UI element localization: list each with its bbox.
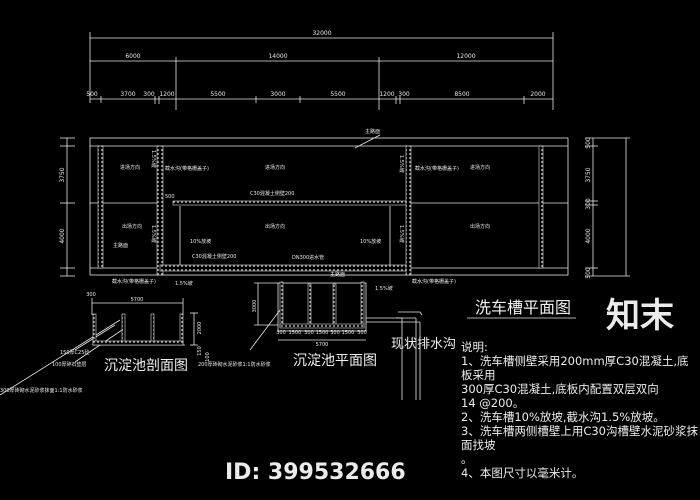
dim-detail: 5500 xyxy=(210,91,225,98)
section-dim: 2000 xyxy=(197,322,203,335)
dim-right: 3750 xyxy=(585,167,592,182)
pool-dim: 300 xyxy=(276,330,286,336)
wall-trough-left xyxy=(156,145,164,276)
dim-detail: 5500 xyxy=(330,91,345,98)
section-callout: 150厚C25砼 xyxy=(60,349,89,356)
section-dim: 150 xyxy=(197,346,203,356)
plan-title: 洗车槽平面图 xyxy=(475,298,572,317)
slope-label: 1.5%坡 xyxy=(398,225,405,243)
wall-trough-top xyxy=(172,200,409,206)
elevation-label: 500 xyxy=(165,194,175,200)
section-callout: 100厚碎石垫层 xyxy=(52,361,87,368)
note-line: 4、本图尺寸以毫米计。 xyxy=(461,466,584,480)
flow-label: 出场方向 xyxy=(122,223,142,230)
dim-seg: 6000 xyxy=(125,53,140,60)
pool-dim: 1500 xyxy=(316,330,329,336)
dim-detail: 300 xyxy=(398,91,410,98)
plan-labels: 主路面 进场方向 进场方向 进场方向 出场方向 出场方向 出场方向 截水沟(带格… xyxy=(112,128,490,292)
pool-dim: 3000 xyxy=(252,300,258,313)
wall-trough-right xyxy=(405,145,412,276)
flow-label: 出场方向 xyxy=(470,223,490,230)
dim-detail: 1200 xyxy=(379,91,394,98)
road-label: 主路面 xyxy=(365,128,380,135)
pool-dim: 300 xyxy=(330,330,340,336)
drain-label: 现状排水沟 xyxy=(391,337,457,352)
pool-labels: 3000 300 1500 300 1500 300 1500 300 5700… xyxy=(0,292,367,394)
dim-left: 4000 xyxy=(59,228,66,243)
slope-label: 1.5%坡 xyxy=(150,225,157,243)
note-line: 3、洗车槽两侧槽壁上用C30沟槽壁水泥砂浆抹面找坡 xyxy=(461,424,698,452)
flow-label: 出场方向 xyxy=(265,223,285,230)
section-dim: 5700 xyxy=(131,297,144,303)
watermark-id: ID: 399532666 xyxy=(225,460,406,485)
dim-detail: 500 xyxy=(86,91,98,98)
notes-block: 说明: 1、洗车槽侧壁采用200mm厚C30混凝土,底板采用 300厚C30混凝… xyxy=(461,340,698,480)
slope-label: 10%放坡 xyxy=(360,238,381,245)
dim-detail: 1200 xyxy=(159,91,174,98)
pool-plan-callout: 200厚砖砌水泥砂浆1:1防水砂浆 xyxy=(198,361,271,368)
pool-dim: 300 xyxy=(304,330,314,336)
dim-right: 300 xyxy=(585,198,592,210)
watermark-logo: 知末 xyxy=(606,296,674,336)
dim-detail: 8500 xyxy=(454,91,469,98)
flow-label: 进场方向 xyxy=(265,164,285,171)
slope-label: 1.5%坡 xyxy=(375,285,393,292)
gutter-label: 截水沟(带格栅盖子) xyxy=(112,278,156,285)
dim-detail: 2000 xyxy=(530,91,545,98)
note-line: 。 xyxy=(461,452,473,466)
gutter-label: 截水沟(带格栅盖子) xyxy=(415,165,459,172)
note-line: 2、洗车槽10%放坡,截水沟1.5%放坡。 xyxy=(461,410,665,424)
wall-right xyxy=(538,145,544,269)
wall-note: C30混凝土侧壁200 xyxy=(192,253,236,260)
road-label: 主路面 xyxy=(330,271,345,278)
pool-section-title: 沉淀池剖面图 xyxy=(104,358,188,374)
gutter-label: 截水沟(带格栅盖子) xyxy=(165,165,209,172)
dim-seg: 12000 xyxy=(456,53,475,60)
slope-label: 1.5%坡 xyxy=(398,155,405,173)
slope-label: 10%放坡 xyxy=(190,238,211,245)
section-callout: 300厚砖砌水泥砂浆抹面1:1防水砂浆 xyxy=(0,387,83,394)
note-line: 1、洗车槽侧壁采用200mm厚C30混凝土,底板采用 xyxy=(461,354,689,382)
flow-label: 进场方向 xyxy=(470,164,490,171)
dim-overall: 32000 xyxy=(312,30,331,37)
dim-detail: 300 xyxy=(143,91,155,98)
section-dim: 300 xyxy=(86,292,96,298)
hatched-walls xyxy=(92,145,544,346)
dim-right: 500 xyxy=(585,267,592,279)
dim-right: 4000 xyxy=(585,228,592,243)
pool-plan-outline xyxy=(277,282,367,332)
pool-plan-floor xyxy=(279,323,365,329)
wall-trough-bottom xyxy=(159,264,411,272)
gutter-label: 截水沟(带格栅盖子) xyxy=(412,278,456,285)
pool-dim: 1500 xyxy=(342,330,355,336)
note-line: 14 @200。 xyxy=(461,396,525,410)
pool-plan-title: 沉淀池平面图 xyxy=(293,353,377,369)
road-label: 主路面 xyxy=(113,242,128,249)
dim-detail: 3000 xyxy=(270,91,285,98)
pool-dim: 5700 xyxy=(316,342,329,348)
flow-label: 进场方向 xyxy=(120,164,140,171)
wall-left xyxy=(97,145,104,269)
pool-section-floor xyxy=(92,340,184,346)
pipe-label: DN300进水管 xyxy=(292,254,324,261)
plan-outline xyxy=(89,137,569,276)
wall-note: C30混凝土侧壁200 xyxy=(250,190,294,197)
pool-dim: 300 xyxy=(357,330,367,336)
dim-right: 500 xyxy=(585,137,592,149)
dim-left: 3750 xyxy=(59,167,66,182)
dim-detail: 3700 xyxy=(120,91,135,98)
notes-heading: 说明: xyxy=(461,340,488,354)
section-dim: 100 xyxy=(205,352,211,362)
pool-dim: 1500 xyxy=(289,330,302,336)
slope-label: 1.5%坡 xyxy=(175,280,193,287)
dimension-labels: 32000 6000 14000 12000 500 3700 300 1200… xyxy=(59,30,592,279)
slope-label: 1.5%坡 xyxy=(150,150,157,168)
dim-seg: 14000 xyxy=(268,53,287,60)
note-line: 300厚C30混凝土,底板内配置双层双向 xyxy=(461,382,659,396)
